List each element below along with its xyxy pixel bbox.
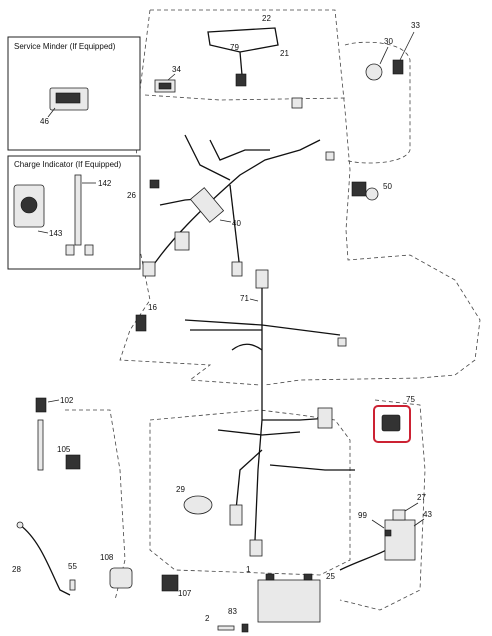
callout-75: 75: [406, 395, 415, 404]
cable-28: 28: [12, 521, 71, 596]
callout-25: 25: [326, 572, 335, 581]
battery-part-1: 1: [246, 565, 321, 623]
part-75-highlighted[interactable]: 75: [373, 395, 415, 443]
part-29: 29: [176, 485, 213, 515]
callout-34: 34: [172, 65, 181, 74]
callout-142: 142: [98, 179, 112, 188]
frame-dashed-lower: [149, 409, 351, 576]
service-minder-inset: Service Minder (If Equipped) 46: [7, 36, 141, 151]
part-105: 105: [57, 445, 81, 470]
service-minder-title: Service Minder (If Equipped): [14, 42, 116, 51]
callout-83: 83: [228, 607, 237, 616]
starter-assembly: 27 43 99: [358, 493, 432, 561]
callout-30: 30: [384, 37, 393, 46]
callout-2: 2: [205, 614, 210, 623]
callout-46: 46: [40, 117, 49, 126]
callout-50: 50: [383, 182, 392, 191]
callout-40: 40: [232, 219, 241, 228]
callout-1: 1: [246, 565, 251, 574]
dash-panel-dashed: [344, 41, 411, 164]
charge-indicator-title: Charge Indicator (If Equipped): [14, 160, 122, 169]
callout-102: 102: [60, 396, 74, 405]
part-50: 50: [351, 181, 392, 201]
charge-indicator-wire: [74, 174, 82, 246]
callout-28: 28: [12, 565, 21, 574]
cable-route-dashed-right: [339, 399, 426, 611]
part-107: 107: [161, 574, 192, 598]
light-harness: 22 79 21: [207, 14, 289, 87]
callout-105: 105: [57, 445, 71, 454]
callout-29: 29: [176, 485, 185, 494]
part-55: 55: [68, 562, 77, 591]
callout-43: 43: [423, 510, 432, 519]
cable-route-dashed-left: [65, 409, 126, 601]
callout-33: 33: [411, 21, 420, 30]
callout-107: 107: [178, 589, 192, 598]
part-108: 108: [100, 553, 133, 589]
main-harness-upper: 40 26: [127, 97, 335, 277]
part-102: 102: [35, 396, 74, 471]
switch-34: 34: [154, 65, 181, 93]
callout-55: 55: [68, 562, 77, 571]
callout-26: 26: [127, 191, 136, 200]
callout-99: 99: [358, 511, 367, 520]
callout-21: 21: [280, 49, 289, 58]
callout-108: 108: [100, 553, 114, 562]
main-harness-center: 71: [184, 269, 355, 557]
callout-22: 22: [262, 14, 271, 23]
part-75-highlight-box[interactable]: [373, 405, 411, 443]
callout-79: 79: [230, 43, 239, 52]
ignition-switch: 30 33: [365, 21, 420, 81]
charge-indicator-inset: Charge Indicator (If Equipped) 143 142: [7, 155, 141, 270]
hood-dashed-line: [144, 94, 346, 101]
callout-27: 27: [417, 493, 426, 502]
callout-16: 16: [148, 303, 157, 312]
parts-2-83: 2 83: [205, 607, 249, 633]
part-16: 16: [135, 303, 157, 332]
callout-71: 71: [240, 294, 249, 303]
callout-143: 143: [49, 229, 63, 238]
